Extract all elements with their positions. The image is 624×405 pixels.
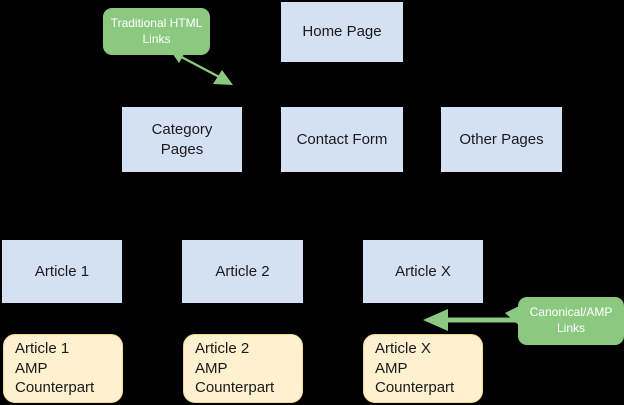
node-article-1[interactable]: Article 1 — [2, 240, 122, 303]
node-category-pages-label: Category Pages — [151, 121, 213, 158]
node-article-1-amp-counterpart[interactable]: Article 1 AMP Counterpart — [3, 334, 123, 403]
node-category-pages[interactable]: Category Pages — [122, 107, 242, 172]
node-article-2-label: Article 2 — [215, 262, 270, 280]
traditional-links-arrowhead — [213, 70, 233, 85]
node-other-pages-label: Other Pages — [459, 130, 544, 148]
node-article-x-amp-counterpart-label: Article X AMP Counterpart — [375, 339, 455, 397]
callout-canonical-amp-links-label: Canonical/AMP Links — [529, 305, 613, 335]
canonical-links-arrowhead — [423, 309, 448, 331]
callout-traditional-html-links[interactable]: Traditional HTML Links — [103, 8, 210, 55]
callout-traditional-html-links-label: Traditional HTML Links — [110, 15, 203, 46]
node-contact-form[interactable]: Contact Form — [281, 107, 403, 172]
node-other-pages[interactable]: Other Pages — [441, 107, 562, 172]
node-article-2-amp-counterpart-label: Article 2 AMP Counterpart — [195, 339, 275, 397]
node-home-page[interactable]: Home Page — [281, 2, 403, 62]
callout-canonical-amp-links[interactable]: Canonical/AMP Links — [518, 297, 624, 345]
node-article-x[interactable]: Article X — [363, 240, 483, 303]
traditional-links-arrow-line — [171, 50, 224, 81]
node-article-x-label: Article X — [395, 262, 451, 280]
node-article-2[interactable]: Article 2 — [182, 240, 303, 303]
node-article-2-amp-counterpart[interactable]: Article 2 AMP Counterpart — [183, 334, 303, 403]
node-contact-form-label: Contact Form — [296, 130, 388, 148]
node-article-x-amp-counterpart[interactable]: Article X AMP Counterpart — [363, 334, 483, 403]
node-article-1-label: Article 1 — [34, 262, 90, 280]
node-home-page-label: Home Page — [302, 23, 382, 41]
node-article-1-amp-counterpart-label: Article 1 AMP Counterpart — [15, 339, 95, 397]
